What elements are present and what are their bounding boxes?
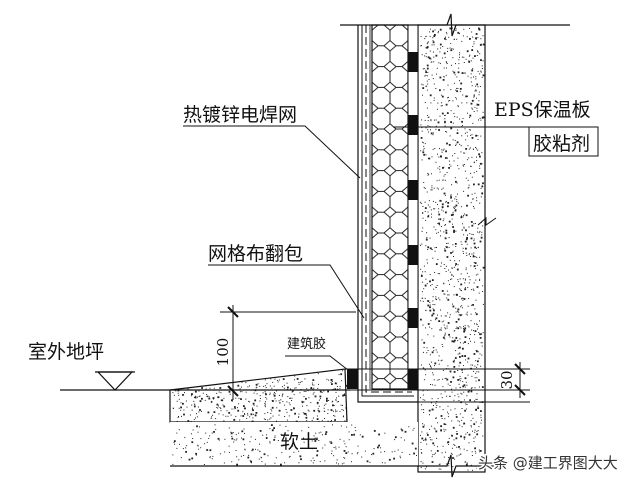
- concrete-wall: [417, 24, 486, 473]
- dimension-30: [514, 362, 526, 398]
- eps-board: [371, 24, 409, 390]
- concrete-apron: [169, 368, 348, 423]
- sealant-label: 建筑胶: [287, 336, 326, 352]
- bottom-break-line: [170, 454, 500, 478]
- dimension-100-label: 100: [214, 338, 232, 367]
- eps-label: EPS保温板: [494, 99, 591, 121]
- mesh-label: 热镀锌电焊网: [183, 104, 297, 126]
- soft-soil-area: [170, 422, 418, 466]
- adhesive-layer: [407, 24, 419, 390]
- plaster-mesh-layers: [357, 25, 418, 403]
- adhesive-label: 胶粘剂: [533, 133, 590, 155]
- outdoor-ground-label: 室外地坪: [28, 341, 104, 363]
- leader-lines: [183, 125, 599, 371]
- sealant-block: [347, 369, 358, 389]
- dimension-100: [220, 305, 356, 400]
- ground-level-symbol: [96, 371, 134, 391]
- soft-soil-label: 软土: [280, 431, 318, 453]
- top-break-line: [340, 13, 570, 37]
- fiberglass-label: 网格布翻包: [208, 243, 303, 265]
- wall-break-mark: [477, 216, 497, 226]
- adhesive-dots: [408, 52, 418, 389]
- watermark: 头条 @建工界图大大: [478, 454, 618, 472]
- dimension-30-label: 30: [498, 370, 516, 389]
